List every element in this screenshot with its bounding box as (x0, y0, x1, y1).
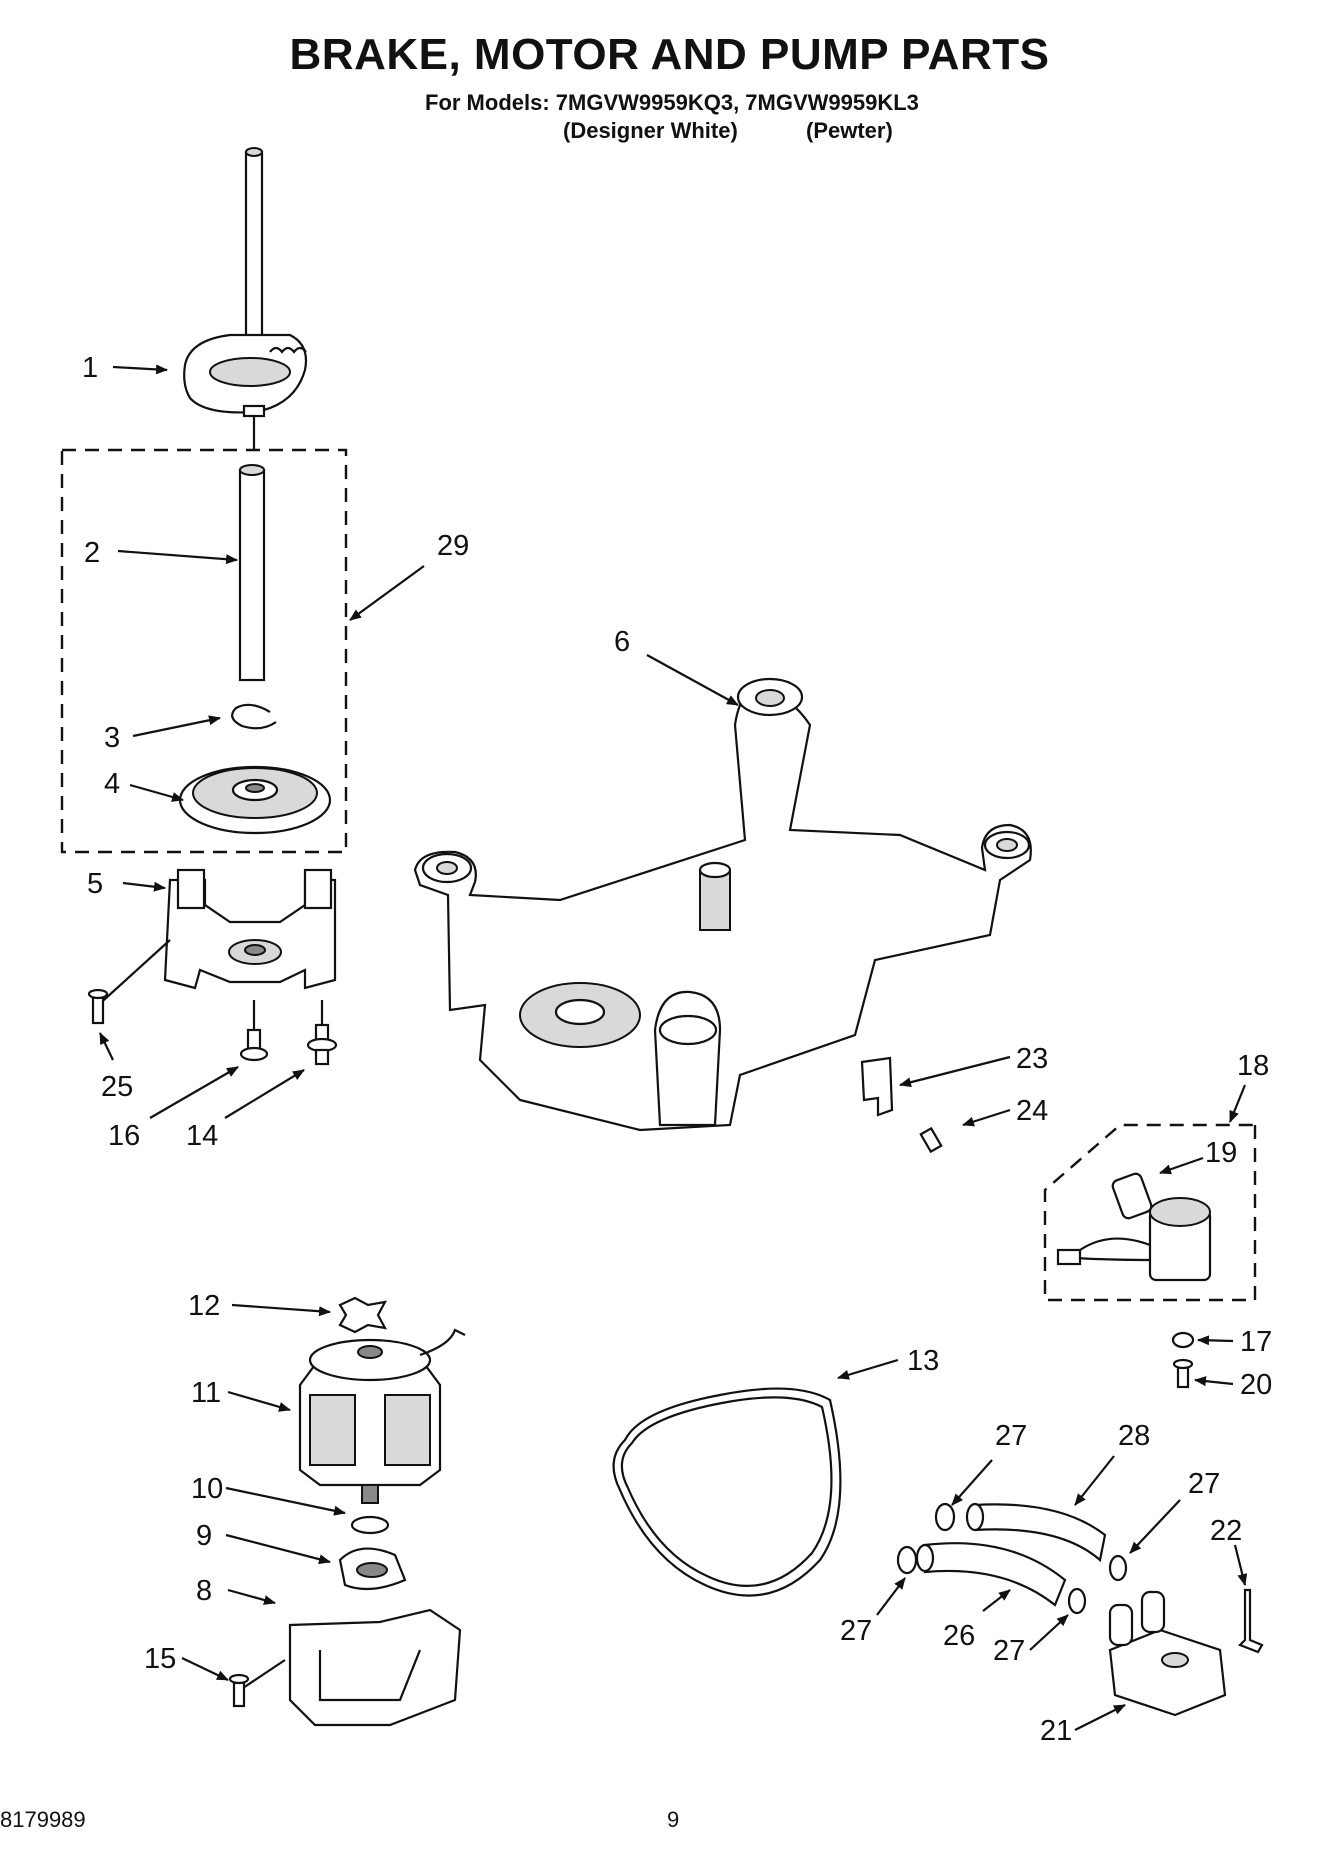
callout-23: 23 (1016, 1043, 1048, 1075)
part-18-pump-motor (1056, 1197, 1212, 1282)
callout-2: 2 (84, 537, 100, 569)
part-19-capacitor (1111, 1172, 1153, 1220)
kit-18-boundary (1043, 1123, 1257, 1302)
models-line: For Models: 7MGVW9959KQ3, 7MGVW9959KL3 (425, 90, 919, 115)
part-23-clip (860, 1056, 894, 1117)
variant-pewter: (Pewter) (806, 118, 893, 143)
callout-20: 20 (1240, 1369, 1272, 1401)
page-title: BRAKE, MOTOR AND PUMP PARTS (289, 30, 1050, 79)
document-number: 8179989 (0, 1807, 86, 1832)
callout-18: 18 (1237, 1050, 1269, 1082)
callout-28: 28 (1118, 1420, 1150, 1452)
callout-6: 6 (614, 626, 630, 658)
part-9-drive-pulley (338, 1547, 407, 1591)
part-12-coupling (338, 1296, 388, 1334)
callout-22: 22 (1210, 1515, 1242, 1547)
part-16-screw (239, 1000, 269, 1062)
callout-17: 17 (1240, 1326, 1272, 1358)
callout-13: 13 (907, 1345, 939, 1377)
callout-27-bottom-left: 27 (840, 1615, 872, 1647)
part-22-bracket (1238, 1588, 1264, 1654)
part-25-screw (87, 988, 109, 1025)
callout-14: 14 (186, 1120, 218, 1152)
callout-11: 11 (191, 1377, 221, 1409)
part-28-hose (965, 1502, 1107, 1563)
part-4-pulley (178, 765, 332, 835)
part-20-screw (1172, 1358, 1194, 1389)
page-number: 9 (667, 1807, 680, 1832)
part-27-clamp-a (934, 1502, 956, 1532)
callout-29: 29 (437, 530, 469, 562)
callout-24: 24 (1016, 1095, 1048, 1127)
callout-3: 3 (104, 722, 120, 754)
part-11-motor (298, 1328, 466, 1504)
callout-25: 25 (101, 1071, 133, 1103)
callout-26: 26 (943, 1620, 975, 1652)
callout-4: 4 (104, 768, 120, 800)
callout-27-bottom-center: 27 (993, 1635, 1025, 1667)
callout-16: 16 (108, 1120, 140, 1152)
callout-27-top-left: 27 (995, 1420, 1027, 1452)
part-27-clamp-c (1108, 1554, 1128, 1582)
part-8-motor-mount (239, 1608, 462, 1727)
callout-5: 5 (87, 868, 103, 900)
callout-10: 10 (191, 1473, 223, 1505)
part-1-brake-assembly (183, 147, 308, 450)
callout-21: 21 (1040, 1715, 1072, 1747)
callout-19: 19 (1205, 1137, 1237, 1169)
part-5-bracket (94, 868, 337, 1009)
part-6-base (413, 677, 1032, 1132)
callout-27-top-right: 27 (1188, 1468, 1220, 1500)
part-15-screw (228, 1673, 250, 1708)
part-21-pump (1108, 1590, 1227, 1717)
leader-lines (99, 364, 1248, 1731)
part-24-screw (919, 1126, 943, 1154)
part-10-clutch (350, 1515, 390, 1535)
callout-15: 15 (144, 1643, 176, 1675)
part-13-belt (612, 1387, 842, 1597)
callout-1: 1 (82, 352, 98, 384)
part-27-clamp-b (896, 1545, 918, 1575)
part-14-stud (306, 1000, 338, 1066)
part-2-shaft (238, 464, 266, 682)
part-17-nut (1171, 1331, 1195, 1349)
variant-designer-white: (Designer White) (563, 118, 738, 143)
callout-12: 12 (188, 1290, 220, 1322)
callout-8: 8 (196, 1575, 212, 1607)
kit-29-boundary (60, 448, 348, 854)
part-26-hose (915, 1542, 1067, 1607)
callout-9: 9 (196, 1520, 212, 1552)
part-27-clamp-d (1067, 1587, 1087, 1615)
part-3-retaining-ring (231, 703, 277, 730)
